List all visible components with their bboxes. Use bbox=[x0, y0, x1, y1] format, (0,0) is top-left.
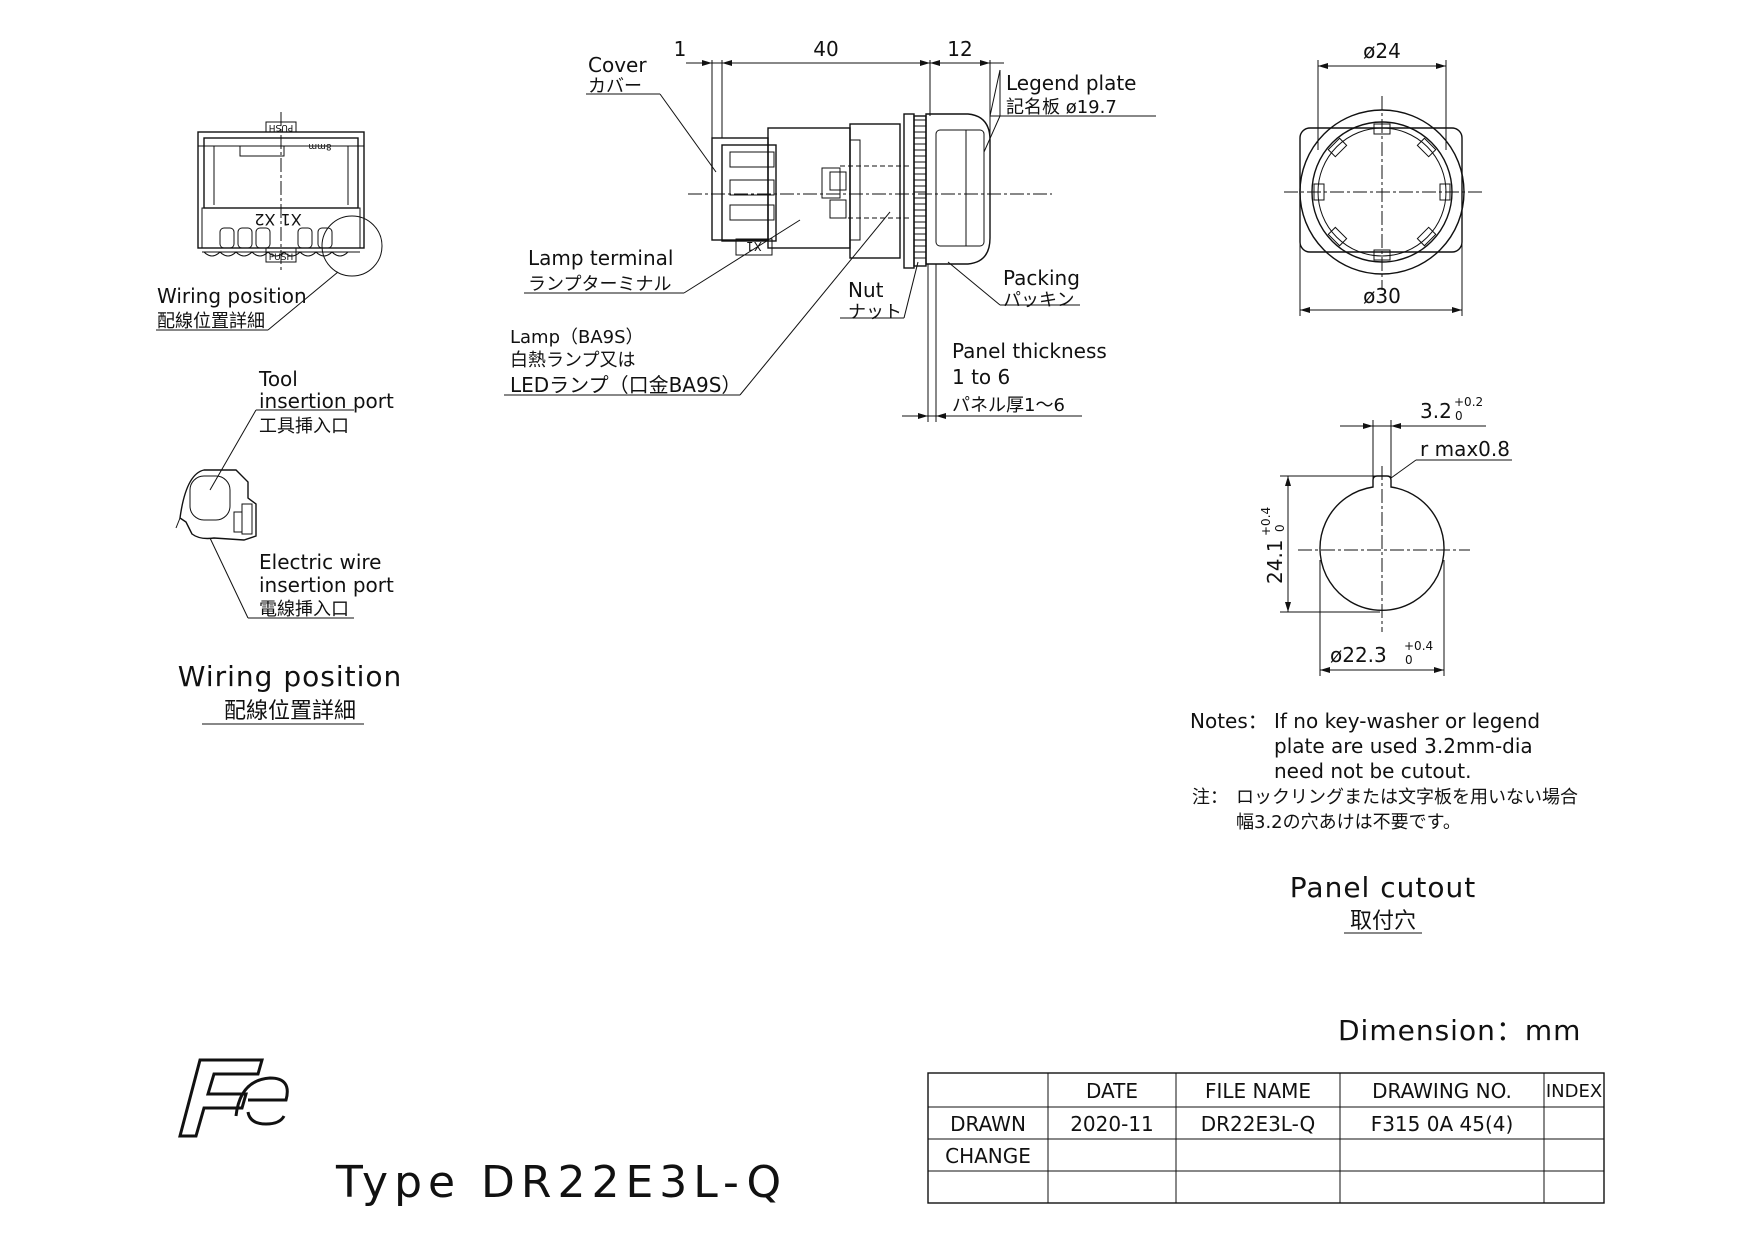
wiring-detail-caption-en: Wiring position bbox=[178, 660, 402, 693]
cutout-height-tol-lower: 0 bbox=[1273, 524, 1287, 532]
tool-port-label-jp: 工具挿入口 bbox=[259, 416, 349, 437]
panel-cutout-caption-en: Panel cutout bbox=[1290, 871, 1476, 904]
tb-drawn-date: 2020-11 bbox=[1070, 1112, 1154, 1136]
tb-drawn-label: DRAWN bbox=[950, 1112, 1026, 1136]
key-width-tol-lower: 0 bbox=[1455, 409, 1463, 423]
dim-40: 40 bbox=[813, 37, 838, 61]
dimension-unit: Dimension：mm bbox=[1338, 1014, 1581, 1047]
type-label: Type DR22E3L-Q bbox=[335, 1157, 787, 1208]
wire-port-line2: insertion port bbox=[259, 573, 394, 597]
wire-port-line1: Electric wire bbox=[259, 550, 381, 574]
notes-jp-label: 注： bbox=[1192, 787, 1228, 808]
legend-plate-label-en: Legend plate bbox=[1006, 71, 1136, 95]
wiring-position-label-en: Wiring position bbox=[157, 284, 307, 308]
notes-line1: If no key-washer or legend bbox=[1274, 709, 1540, 733]
panel-thickness-line2: 1 to 6 bbox=[952, 365, 1010, 389]
cover-label-en: Cover bbox=[588, 53, 647, 77]
notes-line3: need not be cutout. bbox=[1274, 759, 1471, 783]
cutout-diameter: ø22.3 bbox=[1330, 643, 1387, 667]
notes-jp-line1: ロックリングまたは文字板を用いない場合 bbox=[1236, 787, 1578, 808]
wiring-detail: Tool insertion port 工具挿入口 Electric wire … bbox=[175, 367, 402, 725]
tool-port-line1: Tool bbox=[258, 367, 298, 391]
packing-label-jp: パッキン bbox=[1003, 290, 1074, 311]
dim-1: 1 bbox=[674, 37, 687, 61]
tb-header-index: INDEX bbox=[1546, 1081, 1602, 1102]
legend-plate-label-jp: 記名板 ø19.7 bbox=[1006, 97, 1117, 118]
panel-thickness-line1: Panel thickness bbox=[952, 339, 1107, 363]
nut-label-jp: ナット bbox=[848, 302, 902, 323]
fe-logo: Fe bbox=[1, 0, 289, 1138]
wiring-position-label-jp: 配線位置詳細 bbox=[157, 311, 265, 332]
rear-terminal-marks: X1 X2 bbox=[254, 210, 301, 229]
mark-8mm: 8mm bbox=[308, 141, 331, 151]
cutout-height: 24.1 bbox=[1263, 539, 1287, 584]
lamp-label-line3: LEDランプ（口金BA9S） bbox=[510, 373, 741, 397]
nut-label-en: Nut bbox=[848, 278, 884, 302]
notes-line2: plate are used 3.2mm-dia bbox=[1274, 734, 1533, 758]
cutout-diameter-tol-upper: +0.4 bbox=[1404, 639, 1433, 653]
cutout-diameter-tol-lower: 0 bbox=[1405, 653, 1413, 667]
tb-drawn-drawing-no: F315 0A 45(4) bbox=[1371, 1112, 1514, 1136]
side-view: 1 40 12 X1 Cover カバー bbox=[504, 37, 1156, 422]
front-view: ø24 ø30 bbox=[1284, 39, 1482, 316]
notes-label: Notes： bbox=[1190, 709, 1268, 733]
wire-port-label-jp: 電線挿入口 bbox=[259, 599, 349, 620]
notes-jp-line2: 幅3.2の穴あけは不要です。 bbox=[1236, 812, 1461, 833]
lamp-terminal-label-jp: ランプターミナル bbox=[528, 274, 671, 295]
lamp-label-line1: Lamp（BA9S） bbox=[510, 327, 644, 348]
notes: Notes： If no key-washer or legend plate … bbox=[1190, 709, 1578, 833]
key-width: 3.2 bbox=[1420, 399, 1452, 423]
key-width-tol-upper: +0.2 bbox=[1454, 395, 1483, 409]
side-terminal-mark: X1 bbox=[746, 239, 762, 253]
rear-view: PUSH PUSH 8mm X1 X2 Wiring position 配線位置… bbox=[156, 112, 383, 332]
panel-thickness-label-jp: パネル厚1～6 bbox=[952, 395, 1065, 416]
tb-change-label: CHANGE bbox=[945, 1144, 1031, 1168]
lamp-terminal-label-en: Lamp terminal bbox=[528, 246, 673, 270]
tb-header-drawing-no: DRAWING NO. bbox=[1372, 1079, 1512, 1103]
tb-drawn-file-name: DR22E3L-Q bbox=[1201, 1112, 1316, 1136]
wiring-detail-caption-jp: 配線位置詳細 bbox=[224, 699, 356, 724]
tool-port-line2: insertion port bbox=[259, 389, 394, 413]
push-top-label: PUSH bbox=[269, 122, 294, 132]
title-block: DATE FILE NAME DRAWING NO. INDEX DRAWN 2… bbox=[927, 1072, 1605, 1204]
dim-diameter-30: ø30 bbox=[1363, 284, 1401, 308]
cover-label-jp: カバー bbox=[588, 76, 642, 97]
lamp-label-line2: 白熱ランプ又は bbox=[510, 350, 635, 371]
panel-cutout-caption-jp: 取付穴 bbox=[1350, 909, 1416, 934]
cutout-height-tol-upper: +0.4 bbox=[1259, 507, 1273, 536]
logo-text: Fe bbox=[1, 0, 12, 4]
dim-12: 12 bbox=[947, 37, 972, 61]
dim-diameter-24: ø24 bbox=[1363, 39, 1401, 63]
panel-cutout: 3.2 +0.2 0 r max0.8 24.1 +0.4 0 ø22.3 +0… bbox=[1259, 395, 1512, 934]
tb-header-date: DATE bbox=[1086, 1079, 1138, 1103]
radius-label: r max0.8 bbox=[1420, 437, 1510, 461]
packing-label-en: Packing bbox=[1003, 266, 1080, 290]
tb-header-file-name: FILE NAME bbox=[1205, 1079, 1311, 1103]
